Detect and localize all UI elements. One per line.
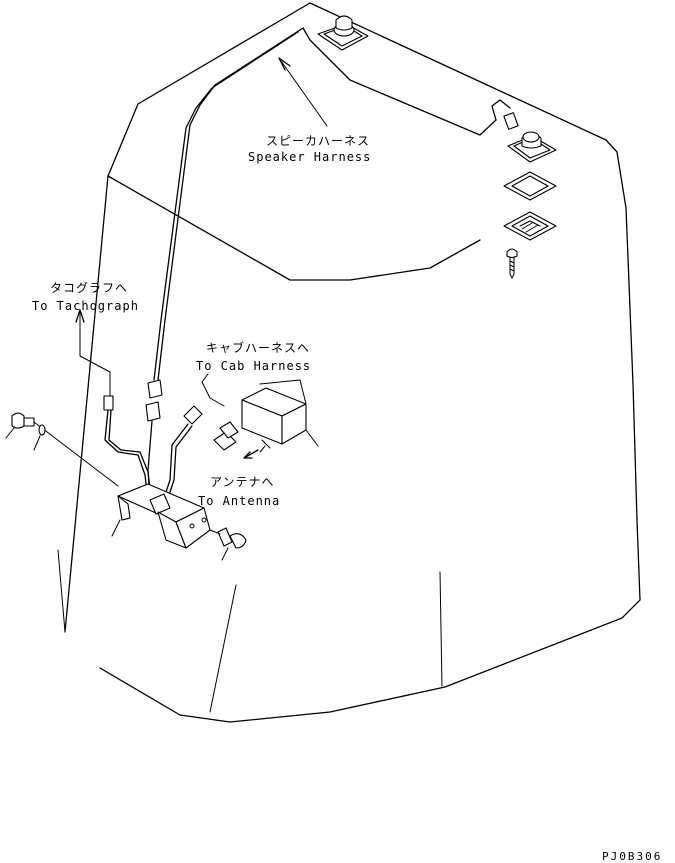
label-speaker-harness: スピーカハーネス Speaker Harness (248, 134, 371, 164)
antenna-en: To Antenna (198, 494, 280, 508)
label-tachograph: タコグラフへ To Tachograph (32, 281, 139, 313)
speaker-gasket (503, 171, 557, 201)
antenna-lead (243, 449, 259, 459)
speaker-top (317, 15, 369, 51)
antenna-jp: アンテナへ (210, 475, 275, 489)
mounting-bracket (111, 483, 211, 549)
speaker-screw (506, 248, 518, 279)
tachograph-jp: タコグラフへ (50, 281, 128, 295)
label-cab-harness: キャブハーネスへ To Cab Harness (196, 340, 311, 373)
speaker-harness-en: Speaker Harness (248, 150, 371, 164)
speaker-harness (153, 27, 519, 381)
label-antenna: アンテナへ To Antenna (198, 475, 280, 508)
harness-connectors (145, 379, 163, 501)
cab-harness-en: To Cab Harness (196, 359, 311, 373)
radio-unit (213, 379, 319, 453)
bracket-bolt-right (209, 527, 247, 561)
washer-left (33, 424, 46, 451)
tachograph-en: To Tachograph (32, 299, 139, 313)
cab-harness-lead (164, 373, 225, 496)
cab-harness-jp: キャブハーネスへ (206, 340, 310, 355)
speaker-harness-jp: スピーカハーネス (266, 134, 370, 148)
speaker-right (507, 131, 557, 163)
bracket-bolt-left (5, 412, 119, 487)
tachograph-lead (75, 309, 152, 501)
cab-body-outline (57, 2, 641, 723)
speaker-grille (503, 211, 557, 241)
drawing-code: PJ0B306 (602, 850, 662, 863)
